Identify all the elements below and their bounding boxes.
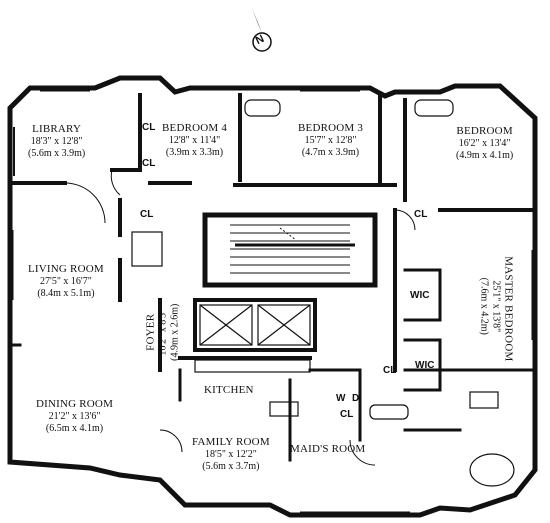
wall-master-bath bbox=[403, 368, 537, 432]
family-room-label: FAMILY ROOM 18'5" x 12'2" (5.6m x 3.7m) bbox=[192, 436, 270, 473]
dryer-label: D bbox=[352, 393, 360, 404]
living-room-label: LIVING ROOM 27'5" x 16'7" (8.4m x 5.1m) bbox=[28, 263, 104, 300]
closet-master-label: CL bbox=[383, 365, 397, 376]
washer-label: W bbox=[336, 393, 346, 404]
bedroom-dim-ft: 16'2" x 13'4" bbox=[458, 137, 511, 149]
family-room-name: FAMILY ROOM bbox=[192, 436, 270, 448]
maids-room-name: MAID'S ROOM bbox=[290, 443, 366, 455]
bedroom3-label: BEDROOM 3 15'7" x 12'8" (4.7m x 3.9m) bbox=[298, 122, 363, 159]
wall-library-right bbox=[110, 93, 142, 172]
kitchen-counter bbox=[194, 359, 311, 417]
closet-center-label: CL bbox=[140, 209, 154, 220]
walk-in-closet-upper-label: WIC bbox=[410, 290, 430, 301]
library-label: LIBRARY 18'3" x 12'8" (5.6m x 3.9m) bbox=[28, 123, 85, 160]
wall-elevators bbox=[193, 298, 317, 352]
door-swings bbox=[64, 169, 416, 466]
foyer-label: FOYER 16'2" x 8'5" (4.9m x 2.6m) bbox=[145, 287, 182, 377]
stairs bbox=[230, 224, 355, 274]
window-marks bbox=[9, 87, 536, 516]
wall-wic-upper bbox=[403, 268, 442, 322]
foyer-name: FOYER bbox=[144, 313, 157, 351]
bathroom-fixtures bbox=[131, 99, 515, 487]
master-bedroom-label: MASTER BEDROOM 25'1" x 13'8" (7.6m x 4.2… bbox=[478, 256, 515, 362]
kitchen-label: KITCHEN bbox=[204, 384, 254, 397]
bedroom4-dim-ft: 12'8" x 11'4" bbox=[168, 134, 221, 146]
library-dim-ft: 18'3" x 12'8" bbox=[30, 135, 83, 147]
wall-maid-top bbox=[308, 368, 362, 442]
bedroom3-dim-ft: 15'7" x 12'8" bbox=[304, 134, 357, 146]
library-dim-m: (5.6m x 3.9m) bbox=[28, 147, 86, 159]
bay-window-right bbox=[498, 84, 537, 120]
kitchen-name: KITCHEN bbox=[204, 384, 254, 396]
closet-bedroom4-label: CL bbox=[142, 158, 156, 169]
bedroom-name: BEDROOM bbox=[456, 125, 513, 137]
bedroom4-dim-m: (3.9m x 3.3m) bbox=[165, 146, 224, 158]
family-room-dim-m: (5.6m x 3.7m) bbox=[202, 460, 260, 472]
closet-library-label: CL bbox=[142, 122, 156, 133]
master-bedroom-dim-m: (7.6m x 4.2m) bbox=[478, 277, 490, 335]
master-bedroom-dim-ft: 25'1" x 13'8" bbox=[490, 280, 502, 333]
closet-maid-label: CL bbox=[340, 409, 354, 420]
wall-wic-lower bbox=[403, 338, 442, 392]
living-room-dim-ft: 27'5" x 16'7" bbox=[40, 275, 92, 287]
library-name: LIBRARY bbox=[32, 123, 82, 135]
family-room-dim-ft: 18'5" x 12'2" bbox=[205, 448, 257, 460]
maids-room-label: MAID'S ROOM bbox=[290, 443, 365, 456]
living-room-name: LIVING ROOM bbox=[28, 263, 104, 275]
bedroom3-name: BEDROOM 3 bbox=[298, 122, 364, 134]
dining-room-name: DINING ROOM bbox=[36, 398, 114, 410]
wall-stair-block bbox=[202, 212, 378, 288]
bedroom4-label: BEDROOM 4 12'8" x 11'4" (3.9m x 3.3m) bbox=[162, 122, 227, 159]
dining-room-dim-ft: 21'2" x 13'6" bbox=[48, 410, 101, 422]
library-bay-window bbox=[10, 86, 32, 176]
closet-bedroom-right-label: CL bbox=[414, 209, 428, 220]
bedroom3-dim-m: (4.7m x 3.9m) bbox=[301, 146, 360, 158]
bedroom4-name: BEDROOM 4 bbox=[162, 122, 228, 134]
elevators bbox=[199, 304, 311, 346]
bedroom-dim-m: (4.9m x 4.1m) bbox=[456, 149, 514, 161]
foyer-dim-m: (4.9m x 2.6m) bbox=[169, 303, 181, 361]
north-arrow-icon bbox=[252, 8, 272, 52]
dining-room-dim-m: (6.5m x 4.1m) bbox=[45, 422, 104, 434]
living-room-dim-m: (8.4m x 5.1m) bbox=[37, 287, 95, 299]
bedroom-label: BEDROOM 16'2" x 13'4" (4.9m x 4.1m) bbox=[456, 125, 513, 162]
foyer-dim-ft: 16'2" x 8'5" bbox=[157, 308, 169, 356]
master-bedroom-name: MASTER BEDROOM bbox=[502, 256, 515, 362]
dining-room-label: DINING ROOM 21'2" x 13'6" (6.5m x 4.1m) bbox=[36, 398, 113, 435]
walk-in-closet-lower-label: WIC bbox=[415, 360, 435, 371]
